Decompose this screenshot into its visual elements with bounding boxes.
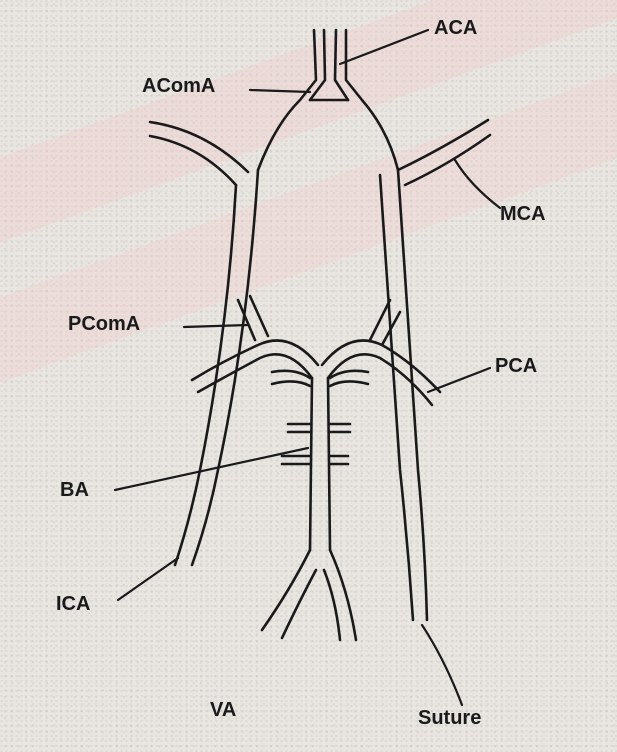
label-aca: ACA [434,18,477,38]
aca-leader [340,30,428,64]
mca-leader [455,160,500,208]
label-ica: ICA [56,594,90,614]
aca-left-inner [310,30,325,100]
label-pcoma: PComA [68,314,140,334]
label-mca: MCA [500,204,546,224]
va-right-outer [330,550,356,640]
ica-leader [118,558,178,600]
pca-right-lower [328,354,432,405]
va-right-inner [324,570,340,640]
va-left-inner [282,570,316,638]
vessel-network [150,30,490,640]
pca-leader [428,368,490,392]
sca-left-upper [272,371,310,378]
va-left-outer [262,550,310,630]
mca-left-lower [150,136,236,185]
label-pca: PCA [495,356,537,376]
ica-left-inner [192,170,258,565]
ica-right-inner [380,175,413,620]
ba-leader [115,448,308,490]
pcoma-leader [184,325,248,327]
label-ba: BA [60,480,89,500]
sca-left-lower [272,381,310,386]
sca-right-upper [330,371,368,378]
aca-left-outer [258,30,316,170]
label-suture: Suture [418,708,481,728]
acoma-leader [250,90,310,92]
sca-right-lower [330,381,368,386]
mca-left-upper [150,122,248,172]
pcoma-left-b [250,296,268,336]
suture-leader [422,625,462,705]
leader-lines [115,30,500,705]
label-va: VA [210,700,236,720]
label-acoma: AComA [142,76,215,96]
